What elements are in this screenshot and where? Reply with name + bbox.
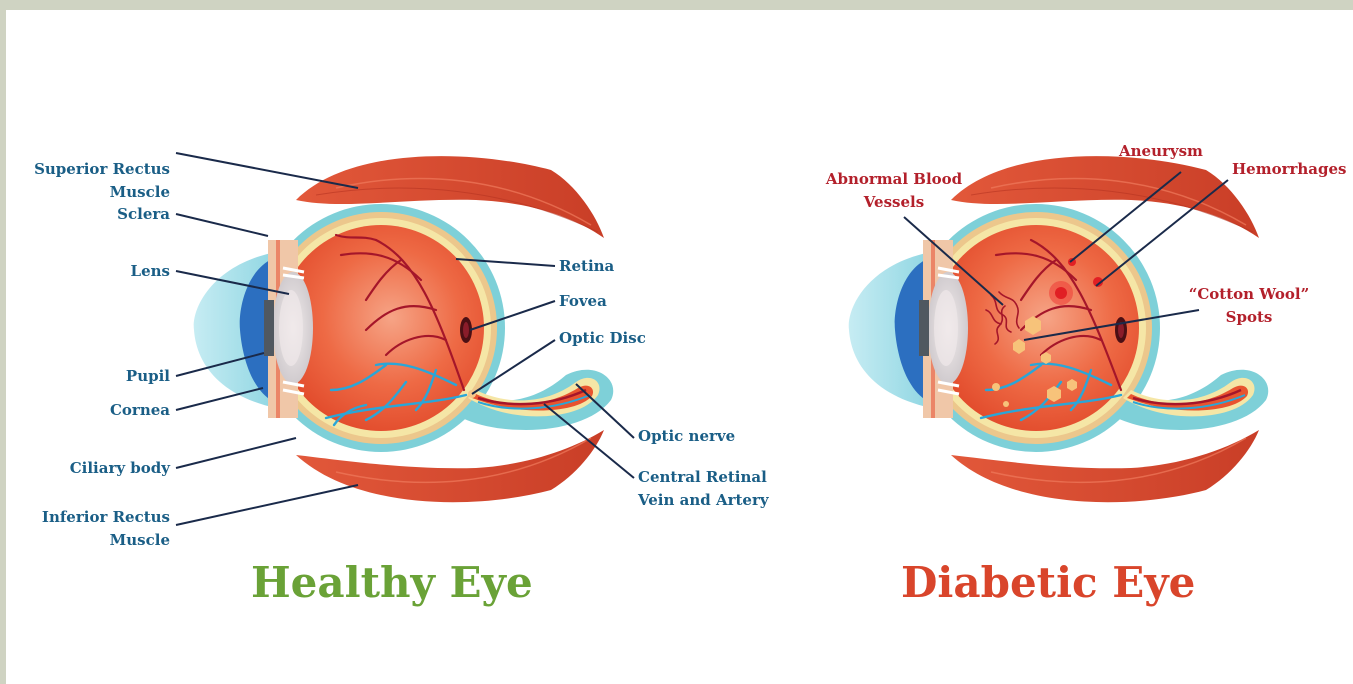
healthy-eye-title: Healthy Eye	[251, 558, 533, 608]
label-cornea: Cornea	[20, 399, 170, 422]
label-abnormal-vessels: Abnormal Blood Vessels	[814, 168, 974, 214]
label-optic-disc: Optic Disc	[559, 327, 646, 350]
label-aneurysm: Aneurysm	[1119, 140, 1203, 163]
label-inferior-rectus: Inferior Rectus Muscle	[20, 506, 170, 552]
diagram-canvas: Superior Rectus Muscle Sclera Lens Pupil…	[6, 10, 1353, 684]
label-central-retinal: Central Retinal Vein and Artery	[638, 466, 769, 512]
label-cotton-wool: “Cotton Wool” Spots	[1174, 283, 1324, 329]
label-ciliary-body: Ciliary body	[20, 457, 170, 480]
label-superior-rectus: Superior Rectus Muscle	[20, 135, 170, 204]
label-sclera: Sclera	[20, 203, 170, 226]
label-superior-rectus-text: Superior Rectus Muscle	[34, 160, 170, 201]
label-retina: Retina	[559, 255, 614, 278]
label-pupil: Pupil	[20, 365, 170, 388]
label-fovea: Fovea	[559, 290, 607, 313]
healthy-eye	[194, 156, 614, 502]
label-lens: Lens	[20, 260, 170, 283]
label-optic-nerve: Optic nerve	[638, 425, 735, 448]
label-hemorrhages: Hemorrhages	[1232, 158, 1347, 181]
diabetic-eye-title: Diabetic Eye	[901, 558, 1195, 608]
